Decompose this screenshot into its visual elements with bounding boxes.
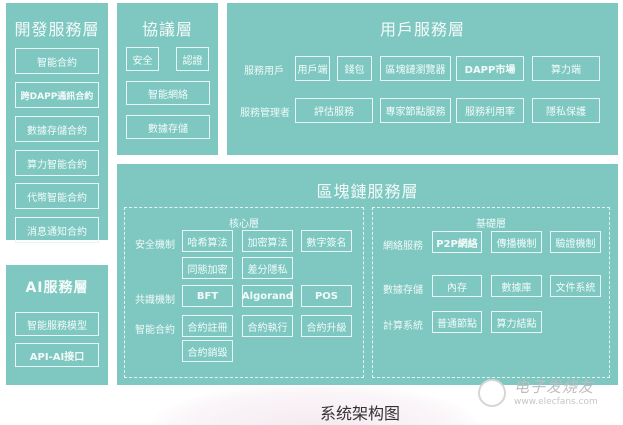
base-row-label-network: 網絡服務 xyxy=(383,241,423,252)
protocol-layer: 協議層 安全 認證 智能網絡 數據存儲 xyxy=(117,3,218,155)
base-item-memory: 內存 xyxy=(432,275,482,297)
blockchain-layer-title: 區塊鏈服務層 xyxy=(316,182,419,201)
core-item-bft: BFT xyxy=(182,285,233,307)
core-item-signature: 數字簽名 xyxy=(301,230,352,252)
protocol-layer-title: 協議層 xyxy=(141,20,193,39)
ai-item-service-model: 智能服務模型 xyxy=(15,312,99,336)
user-item-explorer: 區塊鏈瀏覽器 xyxy=(380,56,451,81)
core-item-homomorphic: 同態加密 xyxy=(182,257,233,279)
base-item-verification: 驗證機制 xyxy=(550,231,601,253)
base-item-normal-node: 普通節點 xyxy=(432,311,482,333)
core-item-encryption: 加密算法 xyxy=(242,230,293,252)
ai-service-layer: AI服務層 智能服務模型 API-AI接口 xyxy=(6,265,108,385)
protocol-item-smart-network: 智能網絡 xyxy=(126,81,210,105)
blockchain-service-layer: 區塊鏈服務層 核心層 安全機制 哈希算法 加密算法 數字簽名 同態加密 差分隱私… xyxy=(117,164,618,385)
base-item-propagation: 傳播機制 xyxy=(491,231,542,253)
elecfans-logo-icon xyxy=(478,379,506,407)
dev-item-token-contract: 代幣智能合約 xyxy=(15,183,99,209)
core-item-contract-execute: 合約執行 xyxy=(242,315,293,337)
base-layer-container: 基礎層 網絡服務 P2P網絡 傳播機制 驗證機制 數據存儲 內存 數據庫 文件系… xyxy=(372,207,610,378)
dev-item-compute-contract: 算力智能合約 xyxy=(15,150,99,176)
base-row-label-compute: 計算系統 xyxy=(383,321,423,332)
user-service-layer: 用戶服務層 服務用戶 用戶端 錢包 區塊鏈瀏覽器 DAPP市場 算力端 服務管理… xyxy=(227,3,618,155)
user-item-wallet: 錢包 xyxy=(337,56,372,81)
base-item-p2p: P2P網絡 xyxy=(432,231,482,253)
base-item-database: 數據庫 xyxy=(491,275,542,297)
user-item-evaluation: 評估服務 xyxy=(295,98,373,123)
core-item-algorand: Algorand xyxy=(242,285,293,307)
base-layer-title: 基礎層 xyxy=(476,219,506,230)
core-row-label-security: 安全機制 xyxy=(135,240,175,251)
user-item-dapp-market: DAPP市場 xyxy=(456,56,524,81)
protocol-item-auth: 認證 xyxy=(176,47,209,71)
watermark: 电子发烧友 www.elecfans.com xyxy=(478,375,618,415)
core-layer-title: 核心層 xyxy=(229,219,259,230)
dev-item-message-contract: 消息通知合約 xyxy=(15,217,99,243)
dev-layer-title: 開發服務層 xyxy=(14,20,100,39)
user-layer-title: 用戶服務層 xyxy=(379,20,465,39)
background-decoration xyxy=(150,383,480,425)
core-item-differential-privacy: 差分隱私 xyxy=(242,257,293,279)
dev-item-data-storage-contract: 數據存儲合約 xyxy=(15,116,99,142)
user-row-label-service-users: 服務用戶 xyxy=(244,66,284,77)
protocol-item-security: 安全 xyxy=(126,47,159,71)
user-item-privacy: 隱私保護 xyxy=(532,98,600,123)
core-item-contract-register: 合約註冊 xyxy=(182,315,233,337)
user-item-expert-node: 專家節點服務 xyxy=(380,98,451,123)
core-item-contract-upgrade: 合約升級 xyxy=(301,315,352,337)
user-row-label-service-managers: 服務管理者 xyxy=(240,108,290,119)
base-item-compute-node: 算力結點 xyxy=(491,311,542,333)
core-row-label-smart-contract: 智能合約 xyxy=(135,325,175,336)
core-item-contract-destroy: 合約銷毀 xyxy=(182,340,233,362)
diagram-caption: 系统架构图 xyxy=(320,404,401,423)
ai-layer-title: AI服務層 xyxy=(25,280,89,296)
dev-item-cross-dapp-contract: 跨DAPP通訊合約 xyxy=(15,82,99,108)
core-item-hash: 哈希算法 xyxy=(182,230,233,252)
base-item-filesystem: 文件系統 xyxy=(550,275,601,297)
watermark-brand: 电子发烧友 xyxy=(514,378,595,396)
dev-item-smart-contract: 智能合約 xyxy=(15,48,99,74)
dev-service-layer: 開發服務層 智能合約 跨DAPP通訊合約 數據存儲合約 算力智能合約 代幣智能合… xyxy=(6,3,108,243)
watermark-url: www.elecfans.com xyxy=(514,397,598,407)
protocol-item-data-storage: 數據存儲 xyxy=(126,115,210,139)
core-row-label-consensus: 共識機制 xyxy=(135,295,175,306)
user-item-compute-client: 算力端 xyxy=(532,56,600,81)
user-item-utilization: 服務利用率 xyxy=(456,98,524,123)
user-item-client: 用戶端 xyxy=(295,56,330,81)
core-item-pos: POS xyxy=(301,285,352,307)
ai-item-api: API-AI接口 xyxy=(15,343,99,367)
base-row-label-data-storage: 數據存儲 xyxy=(383,285,423,296)
core-layer-container: 核心層 安全機制 哈希算法 加密算法 數字簽名 同態加密 差分隱私 共識機制 B… xyxy=(124,207,364,378)
